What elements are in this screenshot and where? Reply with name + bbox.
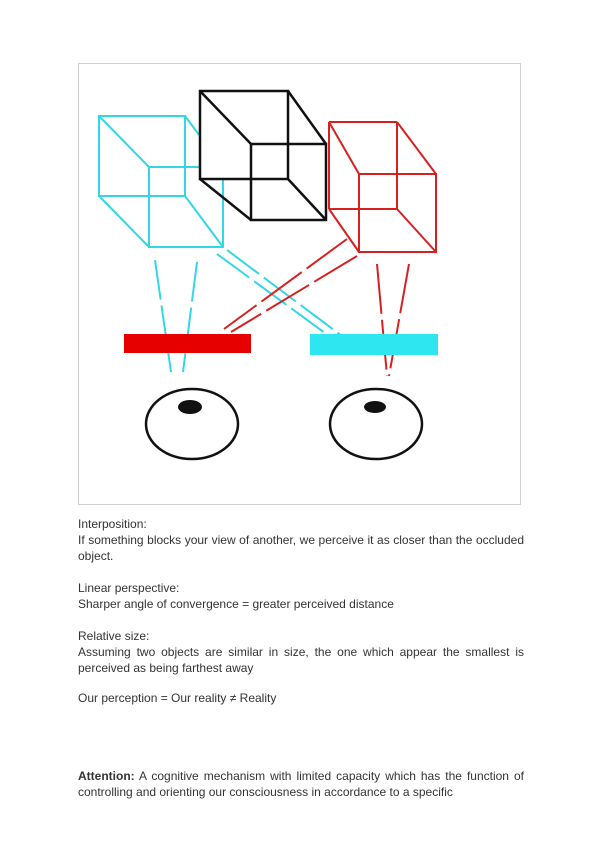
interposition-heading: Interposition: [78, 517, 147, 531]
attention-section: Attention: A cognitive mechanism with li… [78, 768, 524, 800]
left-eye [144, 387, 240, 461]
linear-perspective-section: Linear perspective: Sharper angle of con… [78, 580, 524, 612]
depth-cues-illustration [98, 89, 438, 461]
relative-size-body: Assuming two objects are similar in size… [78, 645, 524, 675]
attention-body: A cognitive mechanism with limited capac… [78, 769, 524, 799]
cyan-bar [310, 334, 438, 355]
perception-line: Our perception = Our reality ≠ Reality [78, 691, 277, 705]
linear-perspective-body: Sharper angle of convergence = greater p… [78, 597, 394, 611]
perception-section: Our perception = Our reality ≠ Reality [78, 690, 524, 706]
attention-term: Attention: [78, 769, 135, 783]
red-cube [328, 121, 437, 253]
cyan-sight-lines [154, 249, 343, 373]
relative-size-heading: Relative size: [78, 629, 150, 643]
relative-size-section: Relative size: Assuming two objects are … [78, 628, 524, 676]
interposition-section: Interposition: If something blocks your … [78, 516, 524, 564]
right-eye [328, 387, 424, 461]
depth-cues-figure [78, 63, 521, 505]
interposition-body: If something blocks your view of another… [78, 533, 524, 563]
red-sight-lines [223, 238, 410, 377]
linear-perspective-heading: Linear perspective: [78, 581, 180, 595]
red-bar [124, 334, 251, 353]
black-cube [198, 89, 328, 222]
attention-paragraph: Attention: A cognitive mechanism with li… [78, 768, 524, 800]
